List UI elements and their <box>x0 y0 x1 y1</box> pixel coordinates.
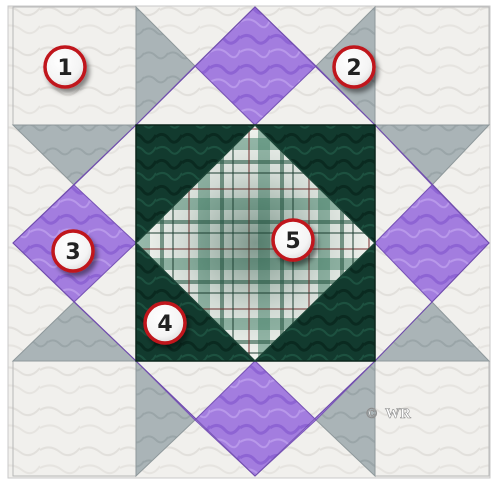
copyright-initials: WR <box>385 406 411 422</box>
badge-5-label: 5 <box>285 229 300 254</box>
badge-1-label: 1 <box>57 56 72 81</box>
badge-5: 5 <box>273 220 313 260</box>
badge-2: 2 <box>334 47 374 87</box>
badge-2-label: 2 <box>346 56 361 81</box>
copyright-mark: © WR <box>366 406 411 422</box>
badge-4: 4 <box>145 303 185 343</box>
badge-3: 3 <box>53 231 93 271</box>
copyright-symbol: © <box>366 406 377 422</box>
badge-3-label: 3 <box>65 240 80 265</box>
badge-1: 1 <box>45 47 85 87</box>
badge-4-label: 4 <box>157 312 172 337</box>
